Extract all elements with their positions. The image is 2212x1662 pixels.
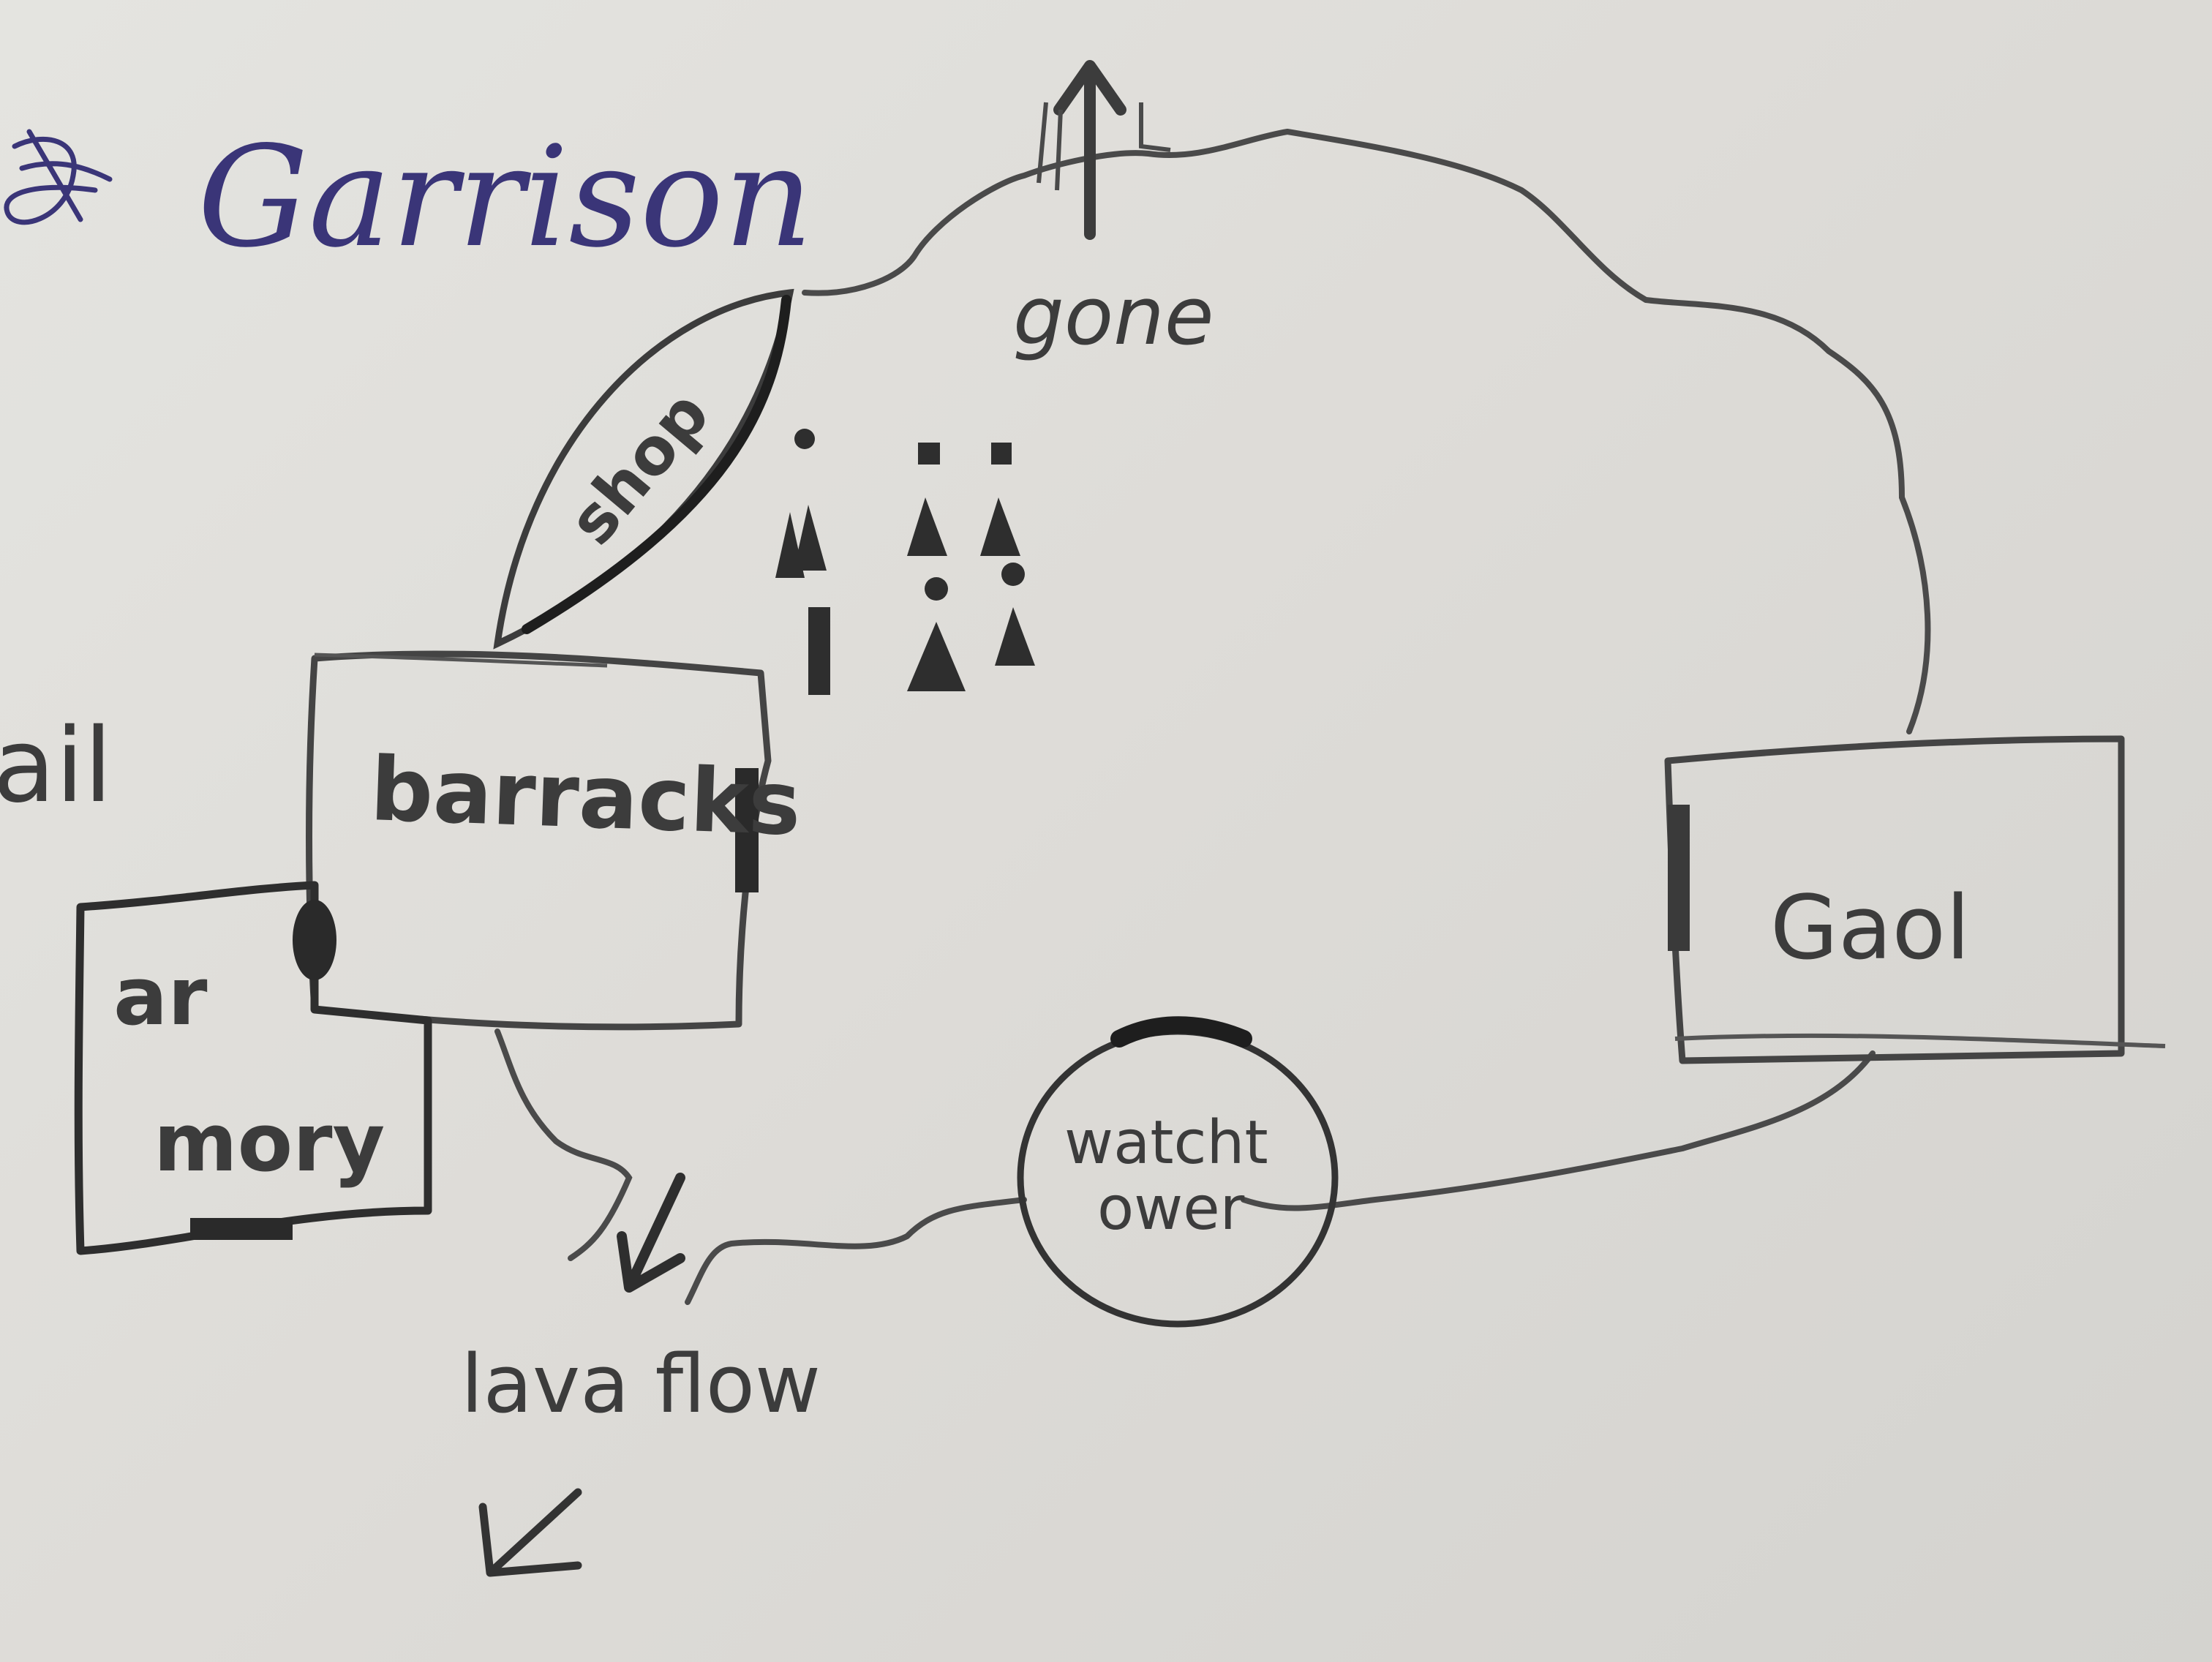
person-figure-icon (980, 443, 1020, 556)
person-figure-icon (907, 443, 947, 556)
garrison-wall-southwest (685, 1197, 1027, 1305)
shop-building: shop (493, 288, 794, 650)
gaol-door (1668, 805, 1690, 951)
watchtower-label-line1: watcht (1064, 1108, 1268, 1178)
person-figure-icon (808, 607, 830, 695)
armory-label-line2: mory (154, 1096, 385, 1189)
title-group: Garrison (4, 116, 813, 278)
barracks-door (735, 768, 759, 892)
lava-flow-arrows (478, 1173, 685, 1577)
barracks-label: barracks (369, 739, 802, 855)
barracks-building: barracks (306, 650, 802, 1031)
gone-label: gone (1013, 269, 1214, 363)
map-title: Garrison (198, 116, 813, 278)
armory-door (293, 900, 336, 980)
armory-south-door (190, 1218, 293, 1240)
barracks-south-wall (494, 1029, 633, 1261)
ampersand-mark (4, 129, 113, 225)
watchtower-door (1110, 1016, 1252, 1048)
watchtower-label-line2: ower (1097, 1174, 1245, 1244)
soldier-figures (775, 429, 1035, 695)
person-figure-icon (907, 577, 966, 691)
armory-building: ar mory (74, 881, 432, 1255)
armory-label-line1: ar (113, 950, 207, 1043)
gaol-building: Gaol (1664, 735, 2166, 1064)
garrison-wall (802, 128, 1931, 734)
garrison-wall-south (1241, 1050, 1876, 1211)
arrow-down-left-icon (617, 1173, 685, 1293)
lava-flow-label: lava flow (461, 1337, 821, 1431)
person-figure-icon (995, 563, 1035, 666)
person-figure-icon (775, 429, 827, 578)
arrow-up-icon (1053, 60, 1126, 116)
arrow-down-left-icon (478, 1488, 582, 1577)
left-fragment-label: ail (0, 707, 113, 826)
gaol-label: Gaol (1770, 878, 1970, 979)
shop-label: shop (554, 377, 723, 559)
north-exit-arrow (1037, 60, 1171, 240)
watchtower-building: watcht ower (1017, 1016, 1339, 1328)
